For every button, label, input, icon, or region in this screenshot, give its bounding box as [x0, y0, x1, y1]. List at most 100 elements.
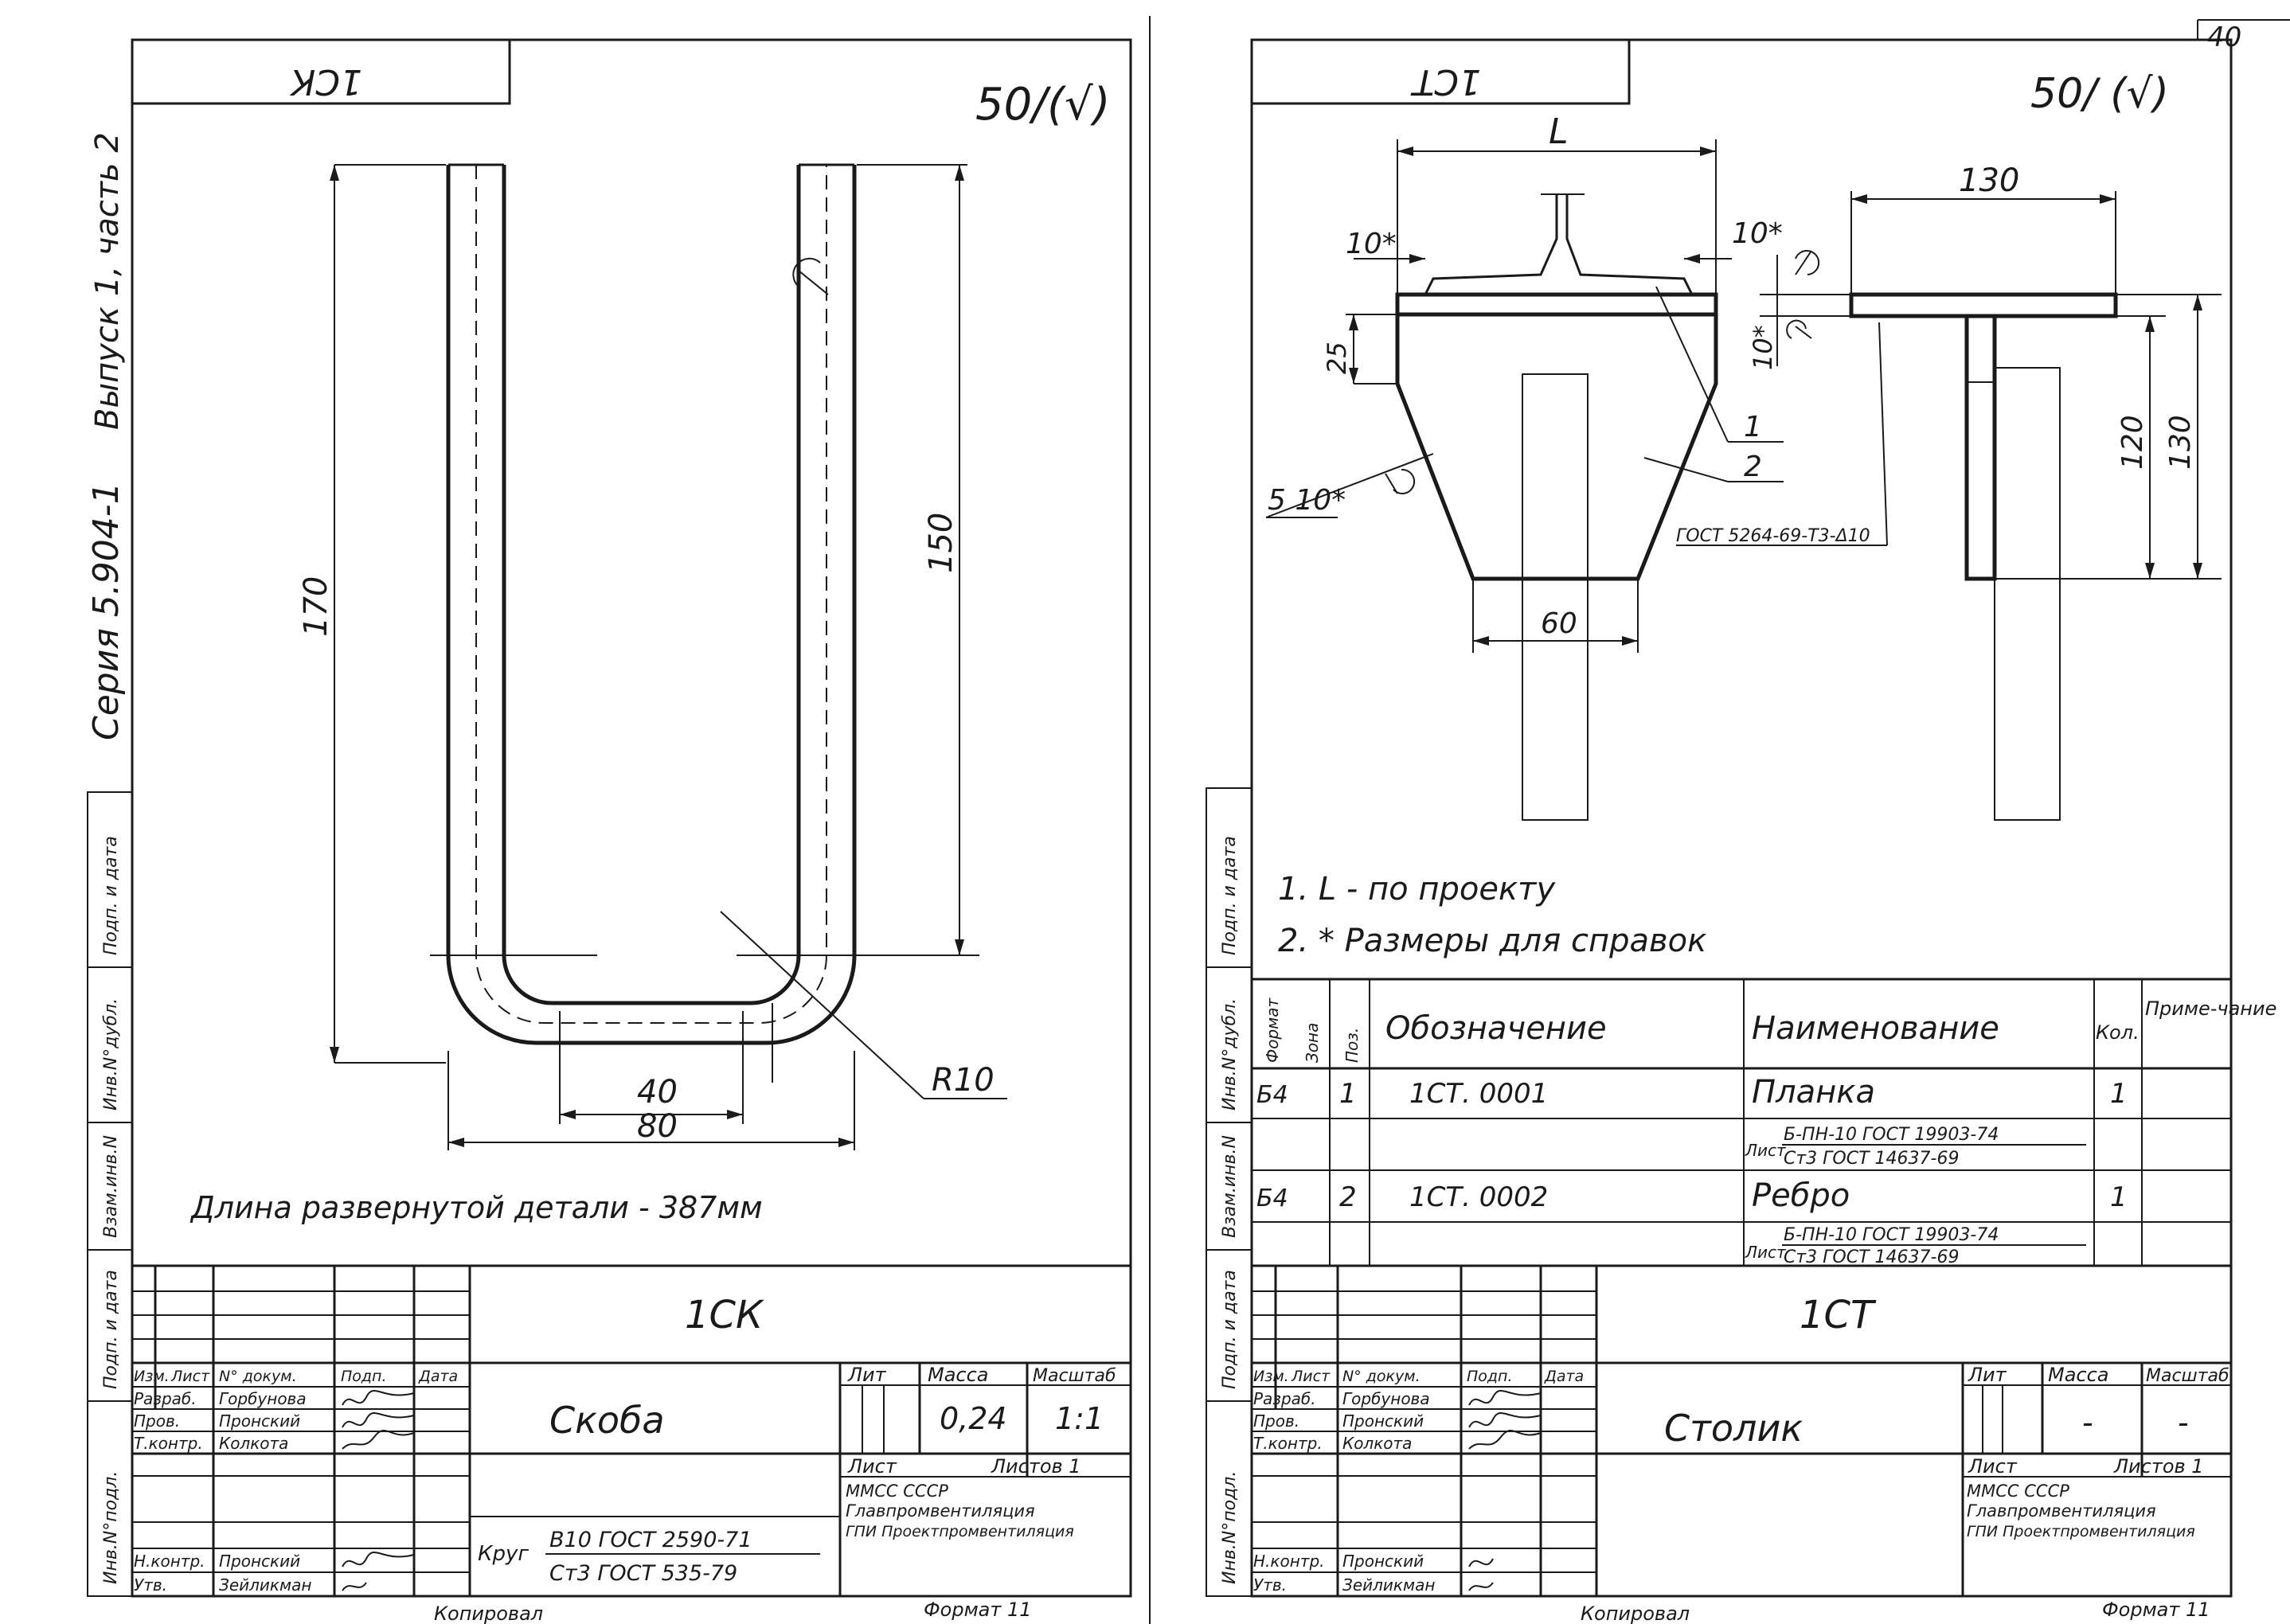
side-stamp-label-5: Подп. и дата	[101, 836, 121, 955]
bracket-front-view	[1354, 193, 1718, 821]
left-role-2: Пров.	[134, 1411, 180, 1431]
left-sheet-label: Лист	[847, 1455, 897, 1478]
dim-10-vert: 10*	[1748, 325, 1778, 370]
right-designation: 1СТ	[1800, 1293, 1877, 1337]
spec-header-designation: Обозначение	[1385, 1010, 1607, 1047]
side-stamp-label-4: Инв.N°дубл.	[101, 998, 121, 1111]
spec-row-2-format: Б4	[1256, 1185, 1288, 1212]
right-corner-code-box	[1250, 38, 1631, 105]
right-col-header-5: Дата	[1544, 1368, 1584, 1385]
side-stamp-strip	[87, 791, 133, 1597]
left-scale-label: Масштаб	[1033, 1366, 1116, 1386]
left-role-name-5: Пронский	[219, 1552, 300, 1571]
spec-header-format: Формат	[1263, 997, 1282, 1063]
side-stamp-label-r3: Взам.инв.N	[1220, 1135, 1240, 1238]
spec-row-1-designation: 1СТ. 0001	[1409, 1078, 1548, 1110]
left-col-header-2: Лист	[170, 1368, 210, 1385]
dim-L: L	[1549, 111, 1569, 152]
right-roughness: 50/ (√)	[2030, 70, 2169, 118]
radius-label: R10	[932, 1062, 995, 1099]
dim-120: 120	[2116, 415, 2149, 470]
spec-header-zone: Зона	[1303, 1023, 1322, 1063]
left-footer-format: Формат 11	[924, 1599, 1032, 1621]
leader-2: 2	[1744, 451, 1762, 483]
spec-header-pos: Поз.	[1342, 1028, 1362, 1063]
side-stamp-label-1: Инв.N°подл.	[101, 1471, 121, 1584]
left-role-name-6: Зейликман	[219, 1575, 311, 1595]
series-label: Серия 5.904-1	[86, 482, 127, 740]
right-name: Столик	[1664, 1407, 1803, 1450]
spec-row-1-format: Б4	[1256, 1081, 1288, 1109]
dim-40: 40	[637, 1074, 678, 1111]
spec-row-2-name: Ребро	[1752, 1177, 1850, 1214]
side-stamp-label-r1: Инв.N°подл.	[1220, 1471, 1240, 1584]
radius-leader	[720, 911, 1007, 1099]
spec-table	[1252, 978, 2231, 1267]
dimension-150	[857, 164, 967, 955]
left-lit-label: Лит	[847, 1364, 887, 1386]
right-col-header-3: N° докум.	[1342, 1368, 1421, 1385]
spec-row-1-name: Планка	[1752, 1074, 1875, 1111]
left-sheets-label: Листов 1	[991, 1455, 1081, 1478]
left-role-1: Разраб.	[134, 1389, 197, 1408]
weld-leader	[1265, 453, 1434, 518]
dimension-80	[447, 1051, 855, 1150]
dim-25: 25	[1322, 342, 1352, 374]
right-title-block	[1252, 1266, 2231, 1596]
right-mass-label: Масса	[2048, 1364, 2109, 1386]
right-org-line-3: ГПИ Проектпромвентиляция	[1967, 1523, 2195, 1540]
dimension-25	[1346, 314, 1397, 384]
dimension-40	[559, 1011, 744, 1124]
left-material-prefix: Круг	[478, 1542, 529, 1566]
dimension-10-vert	[1760, 255, 1851, 366]
dim-150: 150	[923, 513, 959, 573]
right-role-name-5: Пронский	[1342, 1552, 1424, 1571]
spec-header-name: Наименование	[1752, 1010, 1999, 1047]
left-scale-value: 1:1	[1055, 1401, 1104, 1436]
spec-row-1-qty: 1	[2110, 1078, 2128, 1110]
right-role-name-2: Пронский	[1342, 1411, 1424, 1431]
left-signatures	[342, 1389, 415, 1591]
side-stamp-dividers	[88, 966, 1252, 1402]
right-role-2: Пров.	[1253, 1411, 1299, 1431]
right-role-6: Утв.	[1253, 1575, 1287, 1595]
right-role-1: Разраб.	[1253, 1389, 1316, 1408]
side-stamp-label-r5: Подп. и дата	[1220, 836, 1240, 955]
right-role-5: Н.контр.	[1253, 1552, 1325, 1571]
left-role-5: Н.контр.	[134, 1552, 205, 1571]
leader-1: 1	[1744, 411, 1762, 443]
spec-row-1-mat-bottom: Ст3 ГОСТ 14637-69	[1784, 1149, 1959, 1169]
unfolded-length-note: Длина развернутой детали - 387мм	[190, 1190, 763, 1225]
right-footer-format: Формат 11	[2102, 1599, 2210, 1621]
left-org-line-3: ГПИ Проектпромвентиляция	[846, 1523, 1074, 1540]
page-number: 40	[2207, 21, 2241, 53]
side-stamp-label-r2: Подп. и дата	[1220, 1270, 1240, 1389]
left-footer-copied: Копировал	[434, 1603, 543, 1624]
bracket-side-view	[1849, 292, 2118, 821]
right-role-3: Т.контр.	[1253, 1434, 1323, 1453]
dim-170: 170	[298, 576, 334, 637]
dimension-10-side	[1354, 254, 1732, 264]
spec-row-1-mat-prefix: Лист	[1745, 1141, 1787, 1160]
left-roughness: 50/(√)	[975, 79, 1111, 131]
left-role-name-2: Пронский	[219, 1411, 300, 1431]
right-sheet-label: Лист	[1968, 1455, 2018, 1478]
spec-row-2-designation: 1СТ. 0002	[1409, 1181, 1548, 1213]
dim-130-right: 130	[2164, 415, 2197, 470]
right-col-header-1: Изм.	[1253, 1368, 1289, 1385]
spec-row-1-mat-top: Б-ПН-10 ГОСТ 19903-74	[1784, 1125, 1999, 1145]
side-stamp-label-2: Подп. и дата	[101, 1270, 121, 1389]
left-material-bottom: Ст3 ГОСТ 535-79	[549, 1561, 737, 1586]
issue-label: Выпуск 1, часть 2	[89, 132, 126, 430]
right-org-line-2: Главпромвентиляция	[1967, 1501, 2156, 1521]
right-col-header-2: Лист	[1291, 1368, 1331, 1385]
left-col-header-1: Изм.	[134, 1368, 170, 1385]
dim-60: 60	[1541, 607, 1577, 640]
right-role-name-3: Колкота	[1342, 1434, 1412, 1453]
leaders-1-2	[1643, 250, 1888, 546]
dimension-130-top	[1850, 191, 2116, 295]
note-2: 2. * Размеры для справок	[1278, 923, 1706, 959]
spec-header-note: Приме-чание	[2145, 997, 2276, 1020]
left-role-3: Т.контр.	[134, 1434, 203, 1453]
